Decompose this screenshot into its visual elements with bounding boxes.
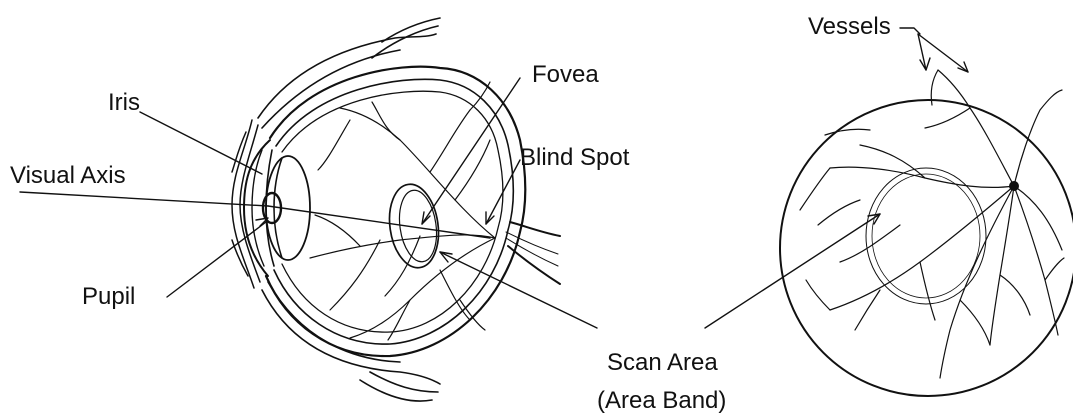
fovea-leader [422, 78, 520, 224]
upper-eyelid [258, 18, 440, 128]
retinal-vessels-front [800, 70, 1064, 378]
scan-area-leader-right [705, 214, 880, 328]
lens [266, 156, 310, 260]
leader-lines [20, 28, 968, 328]
blind-spot-leader [486, 160, 520, 224]
label-scan-area: Scan Area [607, 349, 718, 376]
area-band-outer [384, 181, 443, 271]
labels: Iris Visual Axis Pupil Fovea Blind Spot … [10, 13, 891, 414]
label-visual-axis: Visual Axis [10, 162, 126, 189]
fundus-scan-ring-inner [872, 174, 980, 298]
vessels-leader-hook [900, 28, 920, 34]
fundus-scan-ring-outer [866, 168, 986, 304]
label-iris: Iris [108, 89, 140, 116]
fundus-view [780, 70, 1073, 396]
retinal-vessels-side [310, 82, 495, 340]
label-vessels: Vessels [808, 13, 891, 40]
scan-area-leader-left [440, 252, 597, 328]
visual-axis-line [268, 206, 490, 238]
visual-axis-leader [20, 192, 268, 206]
label-fovea: Fovea [532, 61, 599, 88]
label-pupil: Pupil [82, 283, 135, 310]
lower-eyelid [262, 282, 440, 401]
iris-leader [140, 112, 262, 174]
label-blind-spot: Blind Spot [520, 144, 630, 171]
eye-side-view [232, 18, 560, 401]
fundus-circle [780, 100, 1073, 396]
label-area-band: (Area Band) [597, 387, 726, 414]
blind-spot-arrowhead [486, 212, 494, 224]
